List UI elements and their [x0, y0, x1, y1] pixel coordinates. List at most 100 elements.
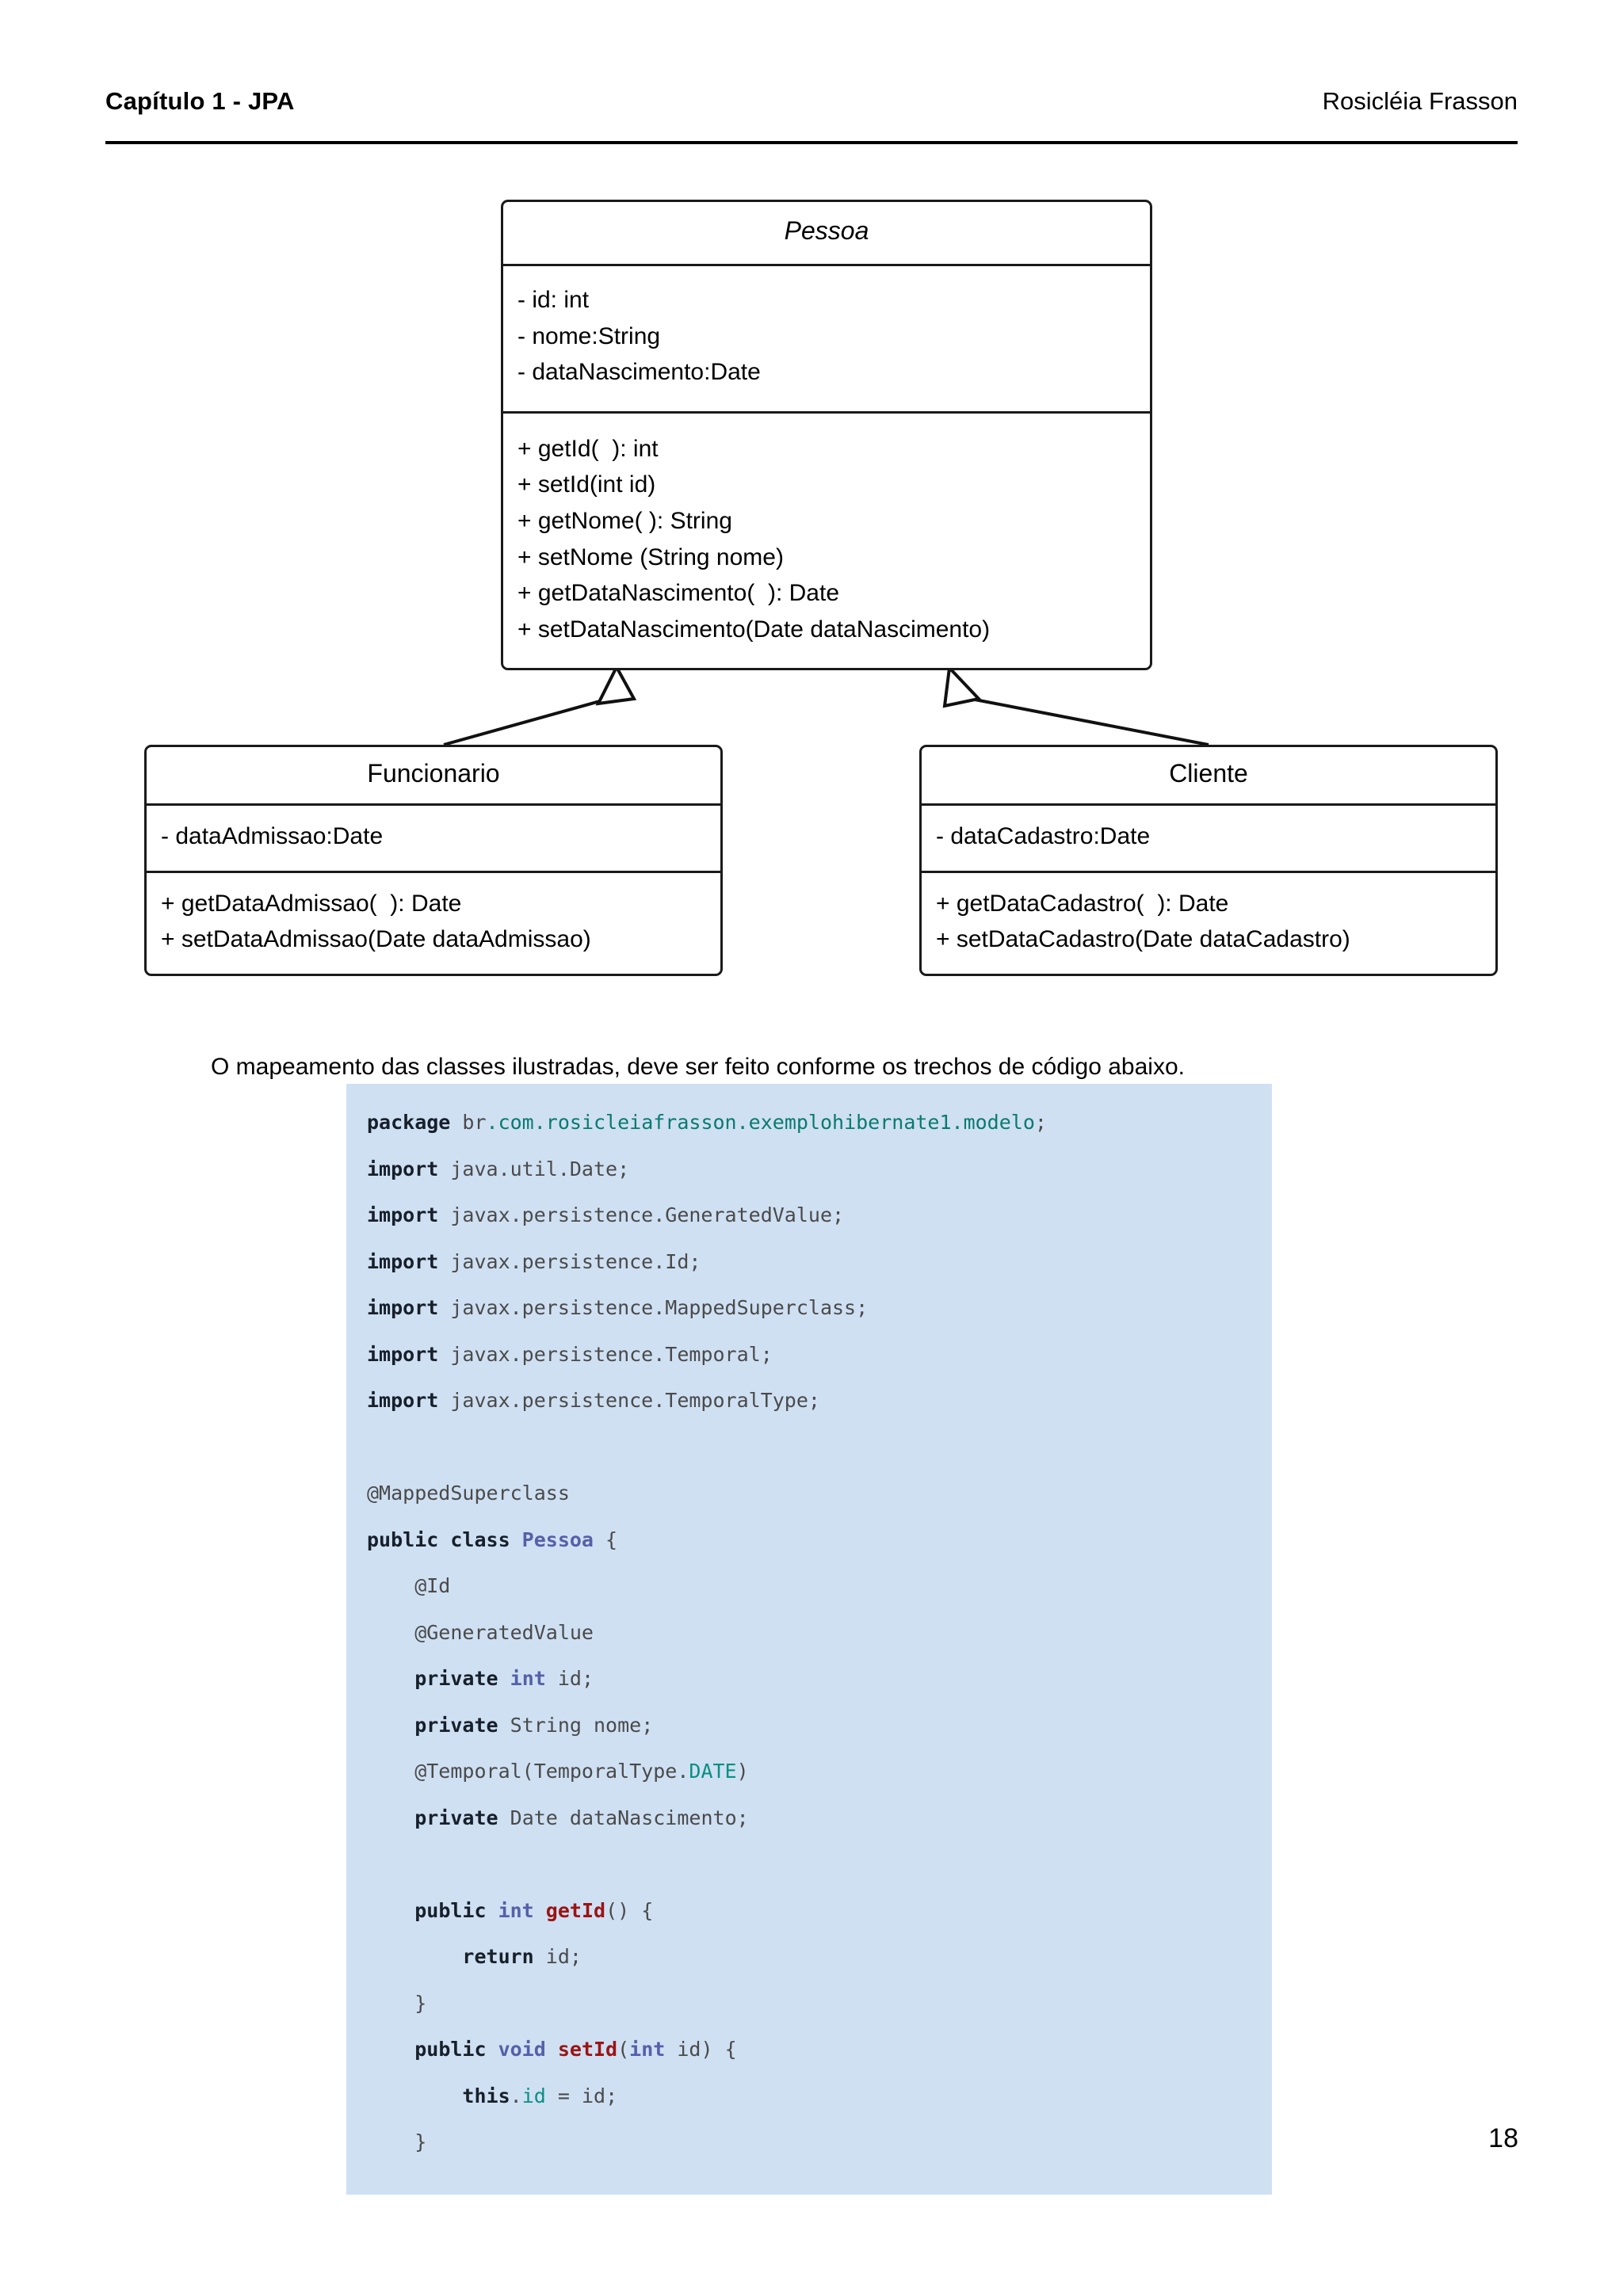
code-line: this.id = id;: [367, 2073, 1251, 2120]
code-line: public void setId(int id) {: [367, 2027, 1251, 2073]
page-header: Capítulo 1 - JPA Rosicléia Frasson: [105, 87, 1518, 116]
code-line: import java.util.Date;: [367, 1146, 1251, 1193]
uml-method: + setId(int id): [517, 471, 656, 498]
code-token: java.util.Date;: [450, 1157, 630, 1180]
uml-method: + setNome (String nome): [517, 543, 784, 570]
code-token: int: [498, 1898, 546, 1922]
code-line: [367, 1841, 1251, 1888]
code-line: @GeneratedValue: [367, 1610, 1251, 1657]
code-token: Date dataNascimento;: [510, 1806, 749, 1829]
code-line: private Date dataNascimento;: [367, 1795, 1251, 1842]
code-token: = id;: [545, 2084, 618, 2107]
code-token: [367, 2038, 414, 2061]
code-line: }: [367, 2119, 1251, 2166]
uml-separator: [147, 870, 720, 873]
page-number: 18: [1488, 2123, 1518, 2153]
code-token: [367, 1945, 462, 1968]
code-token: }: [367, 1991, 427, 2015]
code-token: id: [521, 2084, 546, 2107]
code-token: this: [462, 2084, 510, 2107]
code-token: import: [367, 1296, 451, 1319]
uml-method: + getDataCadastro( ): Date: [936, 890, 1229, 917]
code-token: javax.persistence.TemporalType;: [450, 1389, 820, 1412]
code-token: @Id: [367, 1574, 451, 1597]
code-token: [367, 1667, 414, 1690]
uml-class-name-funcionario: Funcionario: [367, 759, 500, 788]
code-line: @Temporal(TemporalType.DATE): [367, 1749, 1251, 1795]
code-line: return id;: [367, 1934, 1251, 1981]
code-token: [367, 1714, 414, 1737]
uml-method: + getDataAdmissao( ): Date: [161, 890, 462, 917]
code-line: import javax.persistence.MappedSuperclas…: [367, 1285, 1251, 1332]
code-line: }: [367, 1981, 1251, 2027]
code-token: @MappedSuperclass: [367, 1482, 570, 1505]
code-token: {: [593, 1527, 618, 1551]
code-token: id;: [533, 1945, 582, 1968]
code-line: [367, 1425, 1251, 1471]
uml-methods-cliente: + getDataCadastro( ): Date + setDataCada…: [922, 873, 1495, 974]
code-token: public class: [367, 1527, 522, 1551]
code-token: [367, 2084, 462, 2107]
code-token: javax.persistence.GeneratedValue;: [450, 1203, 845, 1226]
code-token: [367, 1806, 414, 1829]
header-author-name: Rosicléia Frasson: [1322, 87, 1518, 115]
header-divider: [105, 141, 1518, 144]
code-token: public: [414, 1898, 498, 1922]
uml-method: + getDataNascimento( ): Date: [517, 580, 840, 607]
code-token: private: [414, 1667, 510, 1690]
code-token: ): [736, 1760, 749, 1783]
code-token: int: [629, 2038, 666, 2061]
uml-separator: [503, 410, 1150, 414]
code-token: import: [367, 1389, 451, 1412]
generalization-funcionario-to-pessoa: [443, 663, 637, 746]
code-line: import javax.persistence.GeneratedValue;: [367, 1192, 1251, 1239]
uml-class-name-pessoa: Pessoa: [784, 216, 869, 245]
uml-class-pessoa: Pessoa - id: int - nome:String - dataNas…: [501, 200, 1152, 671]
body-paragraph: O mapeamento das classes ilustradas, dev…: [211, 1054, 1185, 1080]
code-line: private String nome;: [367, 1703, 1251, 1749]
uml-method: + getNome( ): String: [517, 507, 732, 534]
code-line: public int getId() {: [367, 1888, 1251, 1935]
code-token: DATE: [689, 1760, 737, 1783]
uml-attribute: - dataNascimento:Date: [517, 359, 761, 386]
uml-class-cliente: Cliente - dataCadastro:Date + getDataCad…: [919, 745, 1498, 976]
code-line: @Id: [367, 1563, 1251, 1610]
code-token: br: [462, 1111, 487, 1134]
code-token: id) {: [665, 2038, 737, 2061]
code-token: String nome;: [510, 1713, 654, 1737]
code-token: id;: [545, 1667, 594, 1690]
uml-class-diagram: Pessoa - id: int - nome:String - dataNas…: [0, 0, 1623, 1022]
code-token: import: [367, 1203, 451, 1226]
code-token: @Temporal(TemporalType.: [367, 1760, 689, 1783]
uml-method: + setDataNascimento(Date dataNascimento): [517, 616, 991, 643]
code-token: @GeneratedValue: [367, 1620, 594, 1644]
code-token: () {: [605, 1898, 654, 1922]
generalization-cliente-to-pessoa: [942, 664, 1209, 746]
code-token: ;: [1034, 1111, 1047, 1134]
code-token: import: [367, 1157, 451, 1180]
uml-method: + setDataAdmissao(Date dataAdmissao): [161, 926, 591, 953]
code-token: Pessoa: [521, 1527, 594, 1551]
inheritance-connectors: [443, 663, 1209, 746]
code-line: private int id;: [367, 1656, 1251, 1703]
code-line: public class Pessoa {: [367, 1517, 1251, 1564]
code-line: import javax.persistence.TemporalType;: [367, 1378, 1251, 1425]
code-token: import: [367, 1249, 451, 1273]
header-chapter-title: Capítulo 1 - JPA: [105, 87, 295, 115]
code-line: import javax.persistence.Temporal;: [367, 1332, 1251, 1379]
code-token: getId: [545, 1898, 606, 1922]
uml-class-name-cliente: Cliente: [1169, 759, 1248, 788]
uml-methods-pessoa: + getId( ): int + setId(int id) + getNom…: [503, 414, 1150, 669]
uml-attribute: - id: int: [517, 287, 590, 313]
code-token: javax.persistence.MappedSuperclass;: [450, 1296, 869, 1319]
code-token: int: [510, 1667, 546, 1690]
code-token: .com.rosicleiafrasson.exemplohibernate1.…: [486, 1111, 1035, 1134]
code-line: import javax.persistence.Id;: [367, 1239, 1251, 1286]
code-token: private: [414, 1713, 510, 1737]
code-token: setId: [557, 2038, 618, 2061]
code-token: .: [510, 2084, 522, 2107]
uml-attribute: - nome:String: [517, 322, 661, 349]
uml-class-funcionario: Funcionario - dataAdmissao:Date + getDat…: [144, 745, 723, 976]
code-line: @MappedSuperclass: [367, 1470, 1251, 1517]
uml-attributes-funcionario: - dataAdmissao:Date: [147, 806, 720, 871]
